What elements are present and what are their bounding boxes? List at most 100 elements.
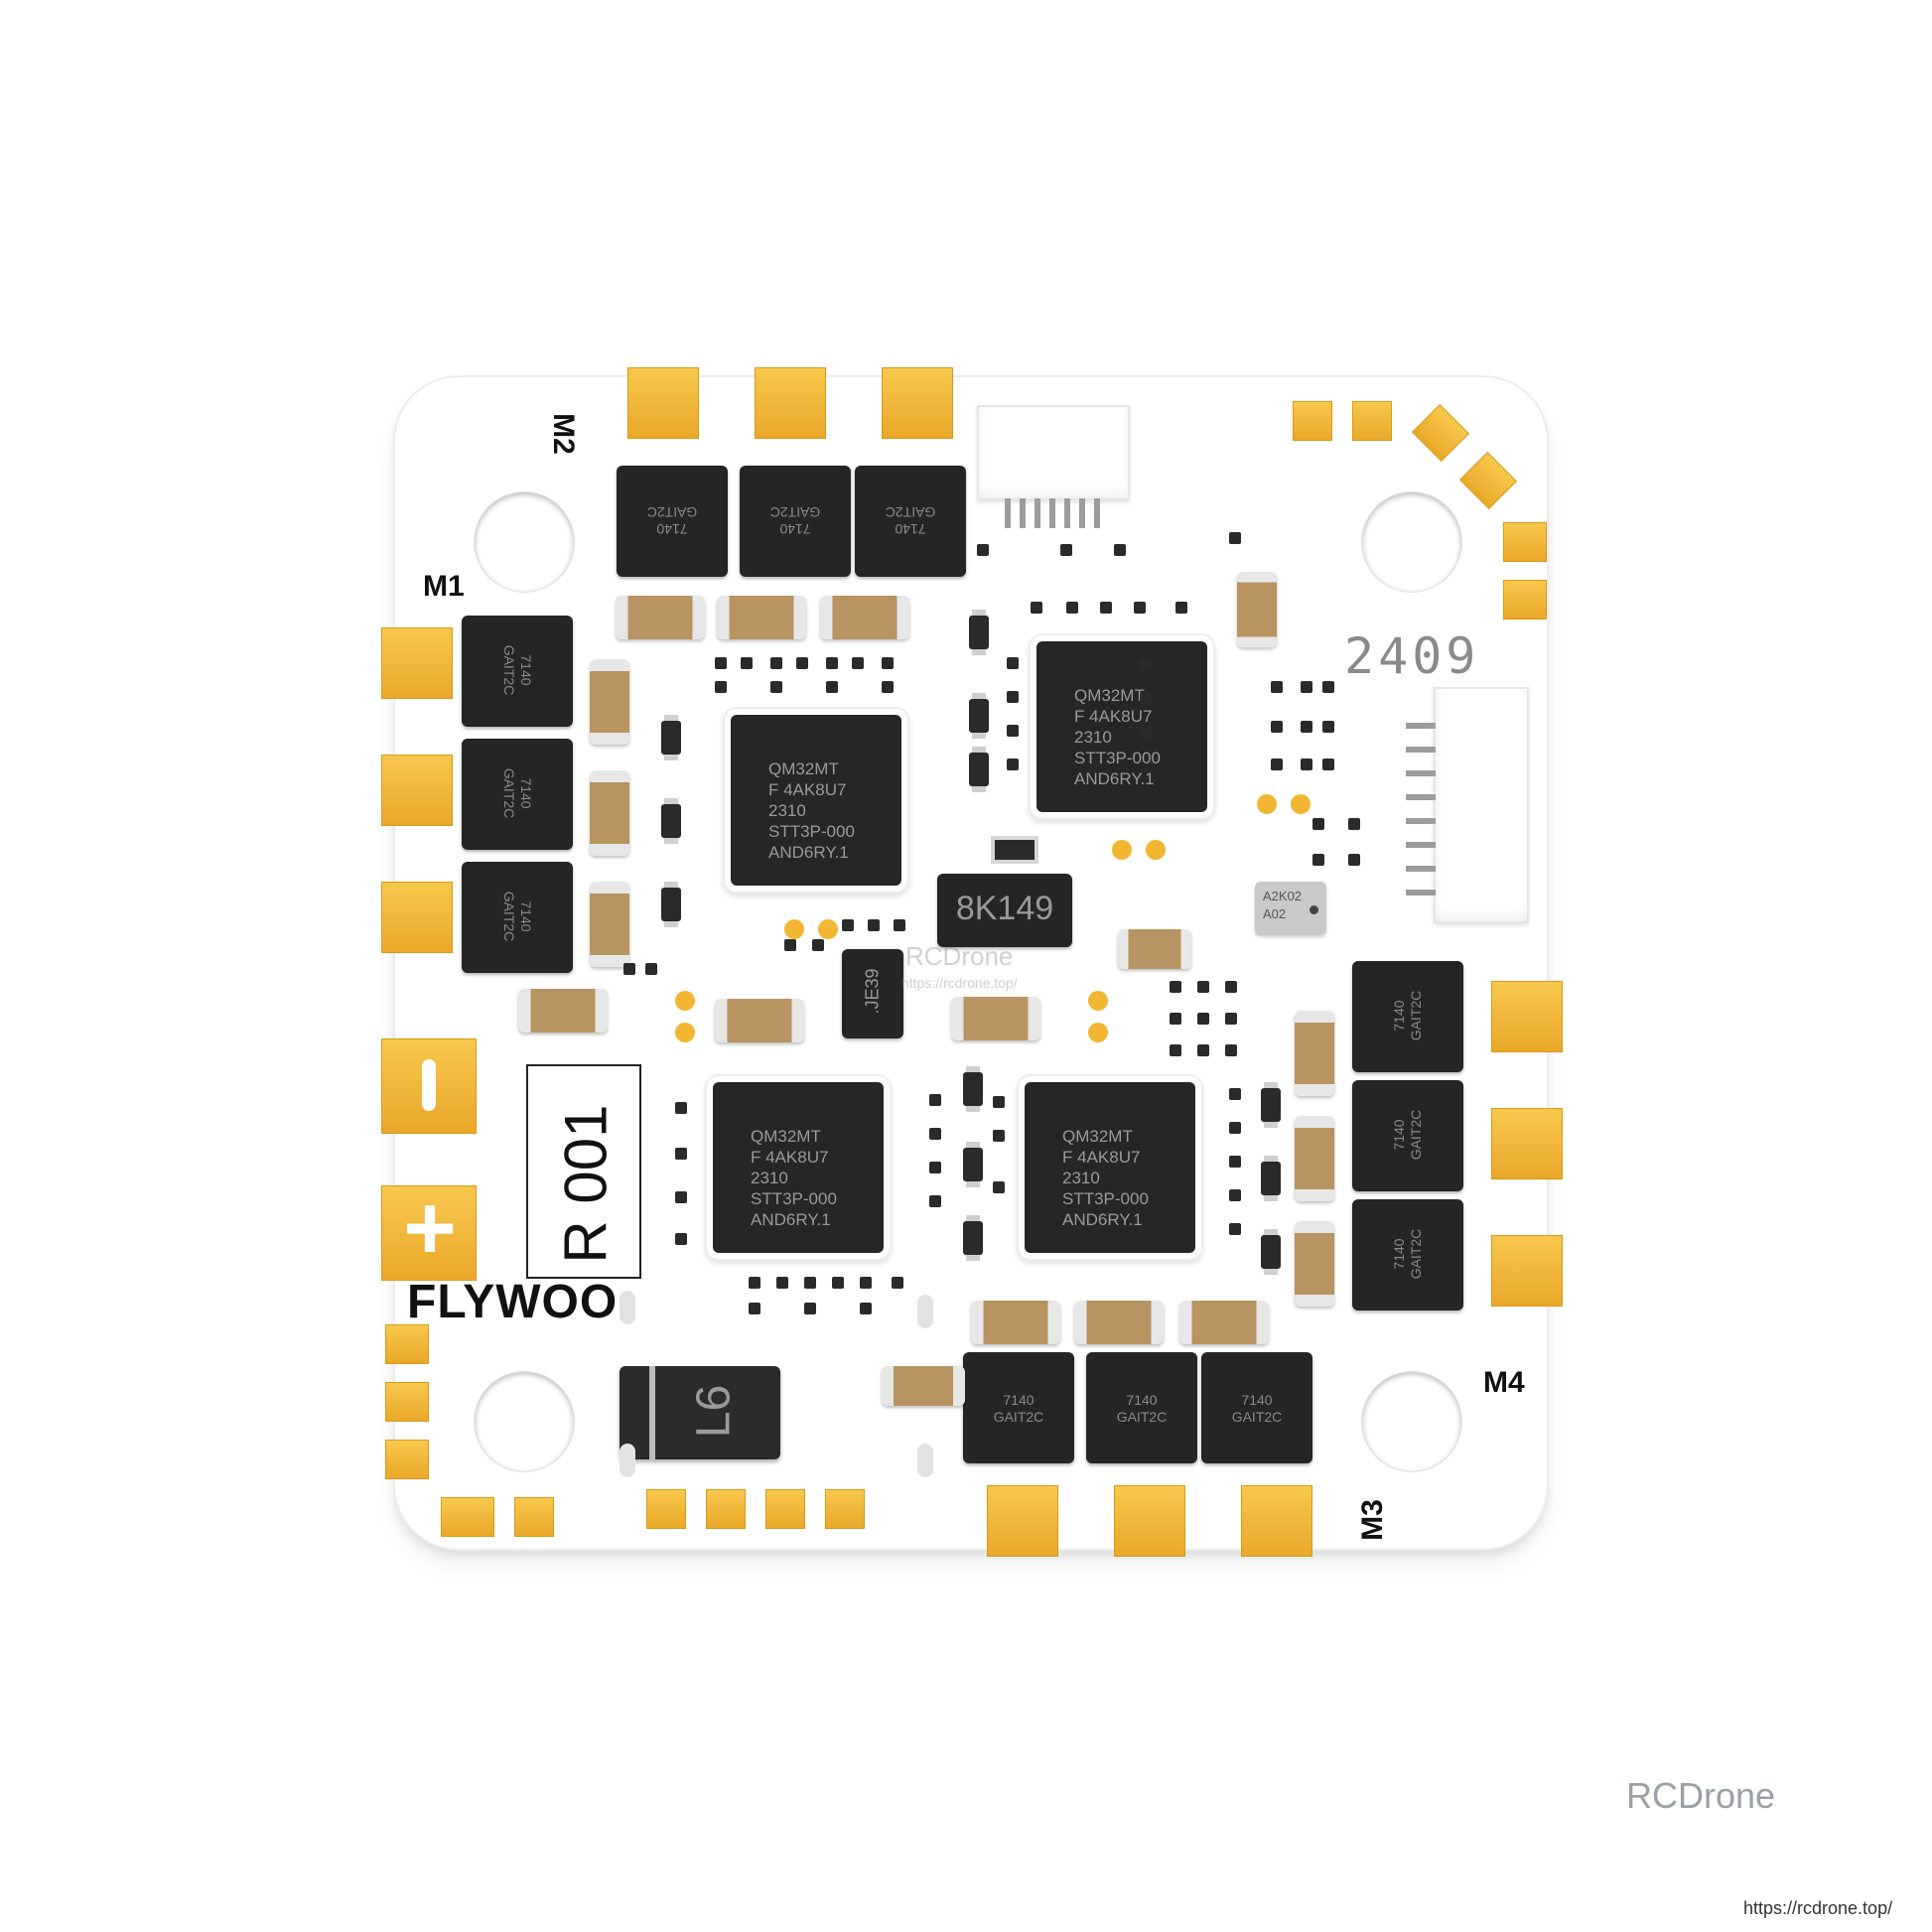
corner-pad-tr-2 bbox=[1352, 401, 1392, 441]
small-diode bbox=[969, 693, 989, 739]
smd-resistor bbox=[1100, 602, 1112, 614]
smd-resistor bbox=[832, 1277, 844, 1289]
mcu-top-right: QM32MT F 4AK8U7 2310 STT3P-000 AND6RY.1 bbox=[1023, 627, 1221, 826]
mosfet-marking: 7140 GAIT2C bbox=[501, 891, 534, 942]
signal-pad-1 bbox=[646, 1489, 686, 1529]
mosfet-marking: 7140 GAIT2C bbox=[501, 644, 534, 696]
mosfet-marking: 7140 GAIT2C bbox=[501, 767, 534, 819]
mounting-hole-bottom-right bbox=[1362, 1372, 1461, 1471]
smd-resistor bbox=[776, 1277, 788, 1289]
mcu-top-left: QM32MT F 4AK8U7 2310 STT3P-000 AND6RY.1 bbox=[717, 701, 915, 899]
connector-pins bbox=[1406, 719, 1436, 896]
label-m1: M1 bbox=[423, 570, 465, 603]
smd-resistor bbox=[1170, 981, 1181, 993]
test-point bbox=[784, 919, 804, 939]
oval-mark bbox=[917, 1444, 933, 1477]
capacitor bbox=[616, 596, 705, 639]
test-point bbox=[1291, 794, 1311, 814]
smd-resistor bbox=[1007, 691, 1019, 703]
smd-resistor bbox=[929, 1162, 941, 1173]
small-diode bbox=[1261, 1229, 1281, 1275]
oval-mark bbox=[620, 1444, 635, 1477]
small-diode bbox=[661, 798, 681, 844]
mosfet-marking: 7140 GAIT2C bbox=[1231, 1392, 1283, 1425]
watermark-url: https://rcdrone.top/ bbox=[1743, 1898, 1893, 1918]
smd-resistor bbox=[1175, 602, 1187, 614]
smd-resistor bbox=[1348, 818, 1360, 830]
oval-mark bbox=[620, 1291, 635, 1324]
brand-logo: FLYWOO bbox=[407, 1276, 619, 1328]
smd-resistor bbox=[675, 1148, 687, 1160]
corner-pad-tr-3 bbox=[1412, 404, 1469, 462]
mosfet-marking: 7140 GAIT2C bbox=[1391, 990, 1424, 1041]
plus-symbol: + bbox=[403, 1177, 457, 1279]
smd-resistor bbox=[804, 1303, 816, 1314]
smd-resistor bbox=[675, 1191, 687, 1203]
smd-resistor bbox=[796, 657, 808, 669]
smd-resistor bbox=[1312, 854, 1324, 866]
capacitor bbox=[590, 659, 629, 745]
signal-pad-4 bbox=[825, 1489, 865, 1529]
motor-pad-m2-2 bbox=[755, 367, 826, 439]
mounting-hole-top-left bbox=[475, 492, 574, 592]
slot-mark bbox=[422, 1059, 436, 1111]
smd-resistor bbox=[892, 1277, 903, 1289]
mosfet-m2-2: 7140 GAIT2C bbox=[740, 466, 851, 577]
corner-pad-tr-1 bbox=[1293, 401, 1332, 441]
sensor-marking: A2K02 A02 bbox=[1263, 889, 1303, 921]
diode-band bbox=[649, 1366, 655, 1459]
mounting-hole-top-right bbox=[1362, 492, 1461, 592]
board-watermark-url: https://rcdrone.top/ bbox=[901, 975, 1018, 991]
smd-resistor bbox=[1348, 854, 1360, 866]
corner-pad-bl-3 bbox=[385, 1440, 429, 1479]
smd-resistor bbox=[1140, 659, 1152, 671]
smd-resistor bbox=[826, 657, 838, 669]
smd-resistor bbox=[1229, 1088, 1241, 1100]
smd-resistor bbox=[1007, 725, 1019, 737]
smd-resistor bbox=[1301, 759, 1312, 770]
capacitor bbox=[951, 997, 1040, 1040]
small-ic: .JE39 bbox=[842, 949, 903, 1038]
small-diode bbox=[969, 747, 989, 792]
signal-pad-2 bbox=[706, 1489, 746, 1529]
small-diode bbox=[661, 715, 681, 760]
small-diode bbox=[963, 1066, 983, 1112]
mosfet-m2-3: 7140 GAIT2C bbox=[855, 466, 966, 577]
mosfet-m3-3: 7140 GAIT2C bbox=[1201, 1352, 1312, 1463]
mosfet-m1-1: 7140 GAIT2C bbox=[462, 616, 573, 727]
smd-resistor bbox=[993, 1130, 1005, 1142]
smd-resistor bbox=[993, 1181, 1005, 1193]
smd-resistor bbox=[1322, 681, 1334, 693]
capacitor bbox=[518, 989, 608, 1033]
capacitor bbox=[1237, 572, 1277, 647]
smd-resistor bbox=[1170, 1044, 1181, 1056]
smd-resistor bbox=[749, 1277, 760, 1289]
capacitor bbox=[715, 999, 804, 1042]
smd-resistor bbox=[1225, 1044, 1237, 1056]
smd-resistor bbox=[860, 1303, 872, 1314]
smd-resistor bbox=[852, 657, 864, 669]
mcu-bottom-right: QM32MT F 4AK8U7 2310 STT3P-000 AND6RY.1 bbox=[1011, 1068, 1209, 1267]
smd-resistor bbox=[842, 919, 854, 931]
smd-resistor bbox=[894, 919, 905, 931]
smd-resistor bbox=[1134, 602, 1146, 614]
small-ic-marking: .JE39 bbox=[862, 968, 883, 1015]
motor-pad-m4-2 bbox=[1491, 1108, 1563, 1179]
smd-resistor bbox=[804, 1277, 816, 1289]
smd-resistor bbox=[715, 657, 727, 669]
motor-pad-m1-1 bbox=[381, 627, 453, 699]
motor-pad-m3-1 bbox=[987, 1485, 1058, 1557]
smd-resistor bbox=[1229, 1223, 1241, 1235]
test-point bbox=[675, 991, 695, 1011]
motor-pad-m2-3 bbox=[882, 367, 953, 439]
smd-resistor bbox=[812, 939, 824, 951]
mosfet-m3-1: 7140 GAIT2C bbox=[963, 1352, 1074, 1463]
smd-resistor bbox=[993, 1096, 1005, 1108]
mosfet-marking: 7140 GAIT2C bbox=[769, 504, 821, 537]
small-diode bbox=[661, 882, 681, 927]
smd-resistor bbox=[1140, 727, 1152, 739]
connector-pins bbox=[1005, 498, 1108, 528]
mosfet-m4-1: 7140 GAIT2C bbox=[1352, 961, 1463, 1072]
smd-resistor bbox=[1140, 693, 1152, 705]
smd-resistor bbox=[1066, 602, 1078, 614]
